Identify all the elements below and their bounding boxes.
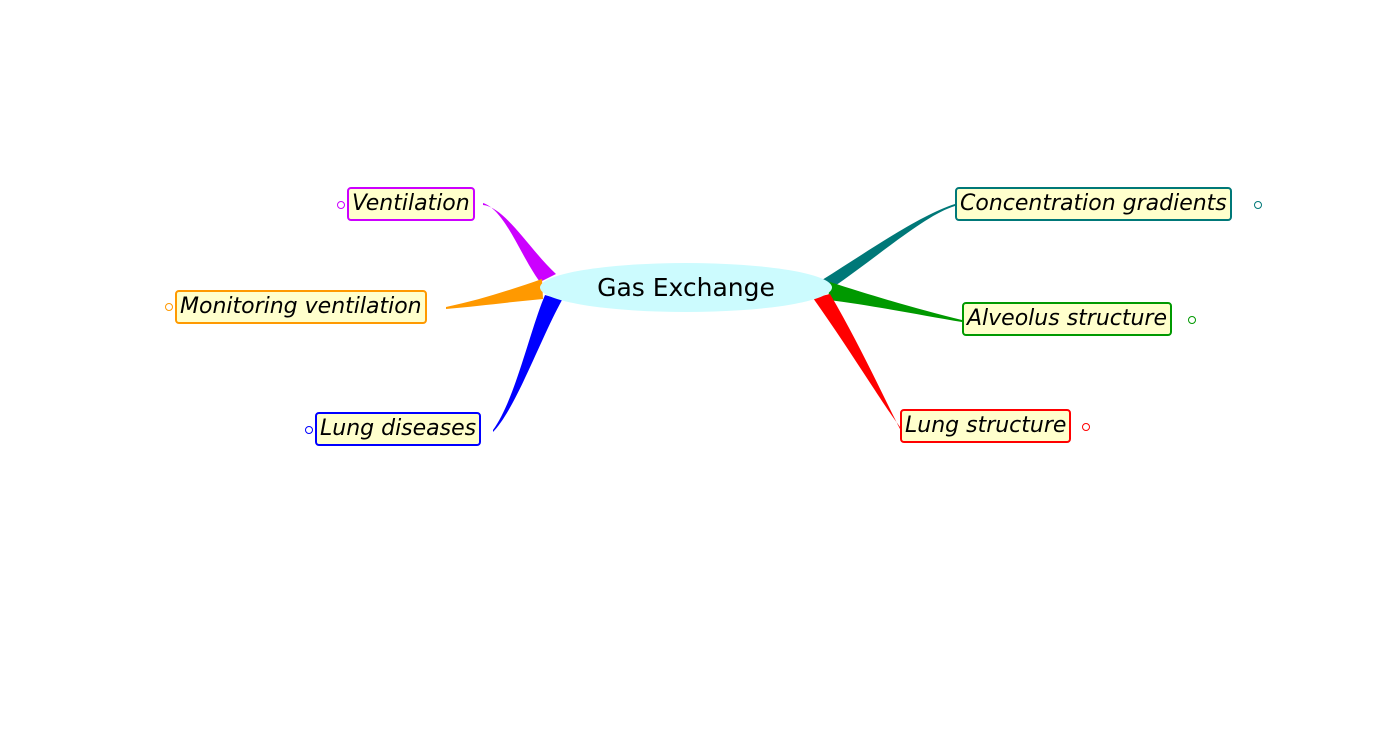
fold-toggle-icon[interactable] bbox=[1188, 316, 1196, 324]
topic-lung-diseases[interactable]: Lung diseases bbox=[315, 412, 482, 446]
fold-toggle-icon[interactable] bbox=[305, 426, 313, 434]
topic-lung-structure[interactable]: Lung structure bbox=[900, 409, 1072, 443]
topic-label: Monitoring ventilation bbox=[180, 294, 422, 319]
central-topic-label: Gas Exchange bbox=[597, 273, 775, 302]
topic-ventilation[interactable]: Ventilation bbox=[347, 187, 475, 221]
central-topic[interactable]: Gas Exchange bbox=[540, 263, 832, 312]
fold-toggle-icon[interactable] bbox=[165, 303, 173, 311]
connector-lung-structure bbox=[813, 294, 900, 429]
topic-alveolus-structure[interactable]: Alveolus structure bbox=[962, 302, 1173, 336]
topic-concentration-gradients[interactable]: Concentration gradients bbox=[955, 187, 1232, 221]
topic-label: Ventilation bbox=[352, 191, 470, 216]
connector-monitoring-ventilation bbox=[446, 279, 543, 309]
topic-label: Alveolus structure bbox=[967, 306, 1168, 331]
connector-ventilation bbox=[483, 203, 556, 282]
connector-concentration-gradients bbox=[822, 204, 955, 288]
fold-toggle-icon[interactable] bbox=[337, 201, 345, 209]
connector-alveolus-structure bbox=[828, 282, 962, 322]
topic-label: Lung diseases bbox=[320, 416, 477, 441]
connector-lung-diseases bbox=[493, 295, 562, 432]
fold-toggle-icon[interactable] bbox=[1254, 201, 1262, 209]
fold-toggle-icon[interactable] bbox=[1082, 423, 1090, 431]
topic-label: Concentration gradients bbox=[960, 191, 1227, 216]
topic-monitoring-ventilation[interactable]: Monitoring ventilation bbox=[175, 290, 427, 324]
topic-label: Lung structure bbox=[905, 413, 1067, 438]
